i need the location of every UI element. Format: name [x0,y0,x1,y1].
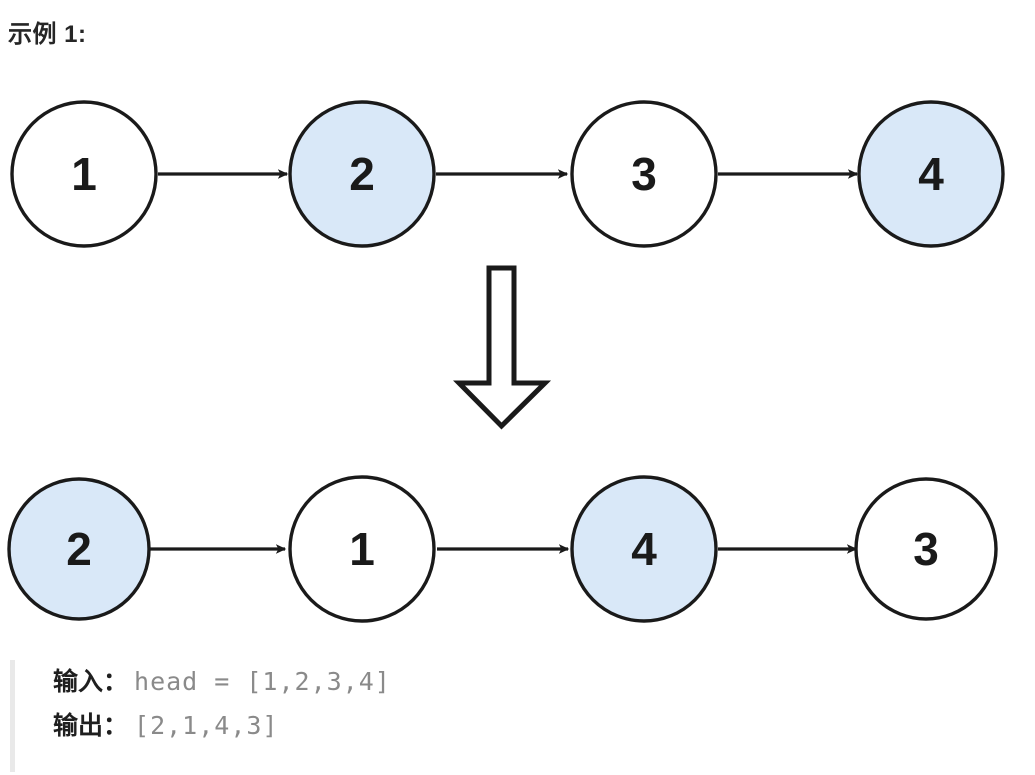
before-node-0: 1 [10,100,158,248]
after-node-3: 3 [854,477,998,621]
io-quote-block: 输入：head = [1,2,3,4] 输出：[2,1,4,3] [10,660,1020,772]
after-node-0: 2 [7,477,151,621]
down-block-arrow-icon [453,265,552,430]
output-line: 输出：[2,1,4,3] [53,704,1020,748]
before-node-1: 2 [288,100,436,248]
output-value: [2,1,4,3] [134,711,279,740]
after-node-label-3: 3 [913,523,939,575]
after-node-2: 4 [570,475,718,623]
input-value: head = [1,2,3,4] [134,667,391,696]
after-node-label-1: 1 [349,523,375,575]
before-node-3: 4 [857,100,1005,248]
before-row: 1 2 3 4 [10,100,1005,248]
before-node-label-3: 4 [918,148,944,200]
after-node-1: 1 [288,475,436,623]
page-title: 示例 1: [8,21,87,48]
after-row: 2 1 4 3 [7,475,998,623]
before-node-2: 3 [570,100,718,248]
linked-list-diagram: 1 2 3 4 2 1 4 [7,100,1005,623]
input-line: 输入：head = [1,2,3,4] [53,660,1020,704]
input-label: 输入： [53,668,129,696]
before-node-label-2: 3 [631,148,657,200]
after-node-label-0: 2 [66,523,92,575]
after-node-label-2: 4 [631,523,657,575]
before-node-label-1: 2 [349,148,375,200]
before-node-label-0: 1 [71,148,97,200]
output-label: 输出： [53,712,129,740]
